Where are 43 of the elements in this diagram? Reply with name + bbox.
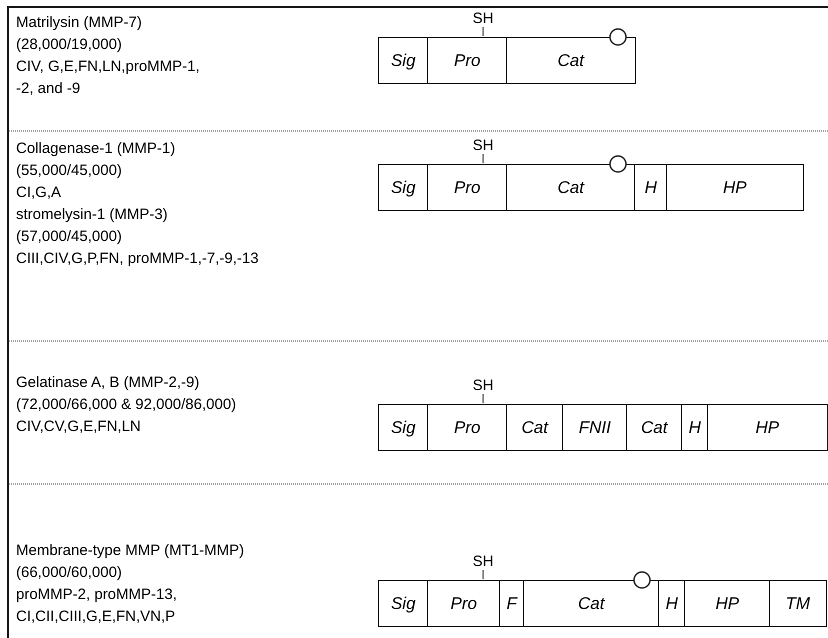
thiol-label: SH <box>472 137 494 163</box>
domain-box: Pro <box>427 37 508 84</box>
domain-box: Sig <box>378 164 428 211</box>
domain-box: Sig <box>378 404 428 451</box>
domain-box: Cat <box>506 37 636 84</box>
enzyme-info-text: CIV, G,E,FN,LN,proMMP-1, <box>16 57 200 77</box>
enzyme-info-text: CIV,CV,G,E,FN,LN <box>16 417 142 437</box>
domain-box: H <box>658 580 686 627</box>
enzyme-info-text: CI,CII,CIII,G,E,FN,VN,P <box>16 607 176 627</box>
domain-box: F <box>499 580 524 627</box>
thiol-label: SH <box>472 377 494 403</box>
domain-box: HP <box>666 164 804 211</box>
enzyme-info-text: Membrane-type MMP (MT1-MMP) <box>16 541 244 561</box>
enzyme-info-text: (66,000/60,000) <box>16 563 123 583</box>
enzyme-info-text: -2, and -9 <box>16 79 82 99</box>
domain-box: TM <box>769 580 826 627</box>
domain-box: Sig <box>378 37 428 84</box>
domain-box: Cat <box>506 404 564 451</box>
domain-box: Pro <box>427 404 508 451</box>
enzyme-info-text: (55,000/45,000) <box>16 161 123 181</box>
enzyme-info-text: (57,000/45,000) <box>16 227 123 247</box>
domain-box: Cat <box>506 164 636 211</box>
domain-box: H <box>634 164 668 211</box>
enzyme-info-text: Matrilysin (MMP-7) <box>16 13 143 33</box>
domain-box: H <box>681 404 708 451</box>
domain-box: Cat <box>523 580 660 627</box>
domain-box: Pro <box>427 164 508 211</box>
domain-box: Pro <box>427 580 500 627</box>
enzyme-info-text: (28,000/19,000) <box>16 35 123 55</box>
domain-box: FNII <box>562 404 628 451</box>
enzyme-info-text: Collagenase-1 (MMP-1) <box>16 139 176 159</box>
thiol-label: SH <box>472 10 494 36</box>
thiol-label: SH <box>472 553 494 579</box>
domain-box: Cat <box>626 404 682 451</box>
domain-box: HP <box>684 580 770 627</box>
domain-box: HP <box>707 404 828 451</box>
enzyme-info-text: Gelatinase A, B (MMP-2,-9) <box>16 373 200 393</box>
enzyme-info-text: stromelysin-1 (MMP-3) <box>16 205 169 225</box>
domain-box: Sig <box>378 580 428 627</box>
enzyme-info-text: proMMP-2, proMMP-13, <box>16 585 178 605</box>
enzyme-info-text: CIII,CIV,G,P,FN, proMMP-1,-7,-9,-13 <box>16 249 259 269</box>
enzyme-info-text: CI,G,A <box>16 183 62 203</box>
enzyme-info-text: (72,000/66,000 & 92,000/86,000) <box>16 395 236 415</box>
